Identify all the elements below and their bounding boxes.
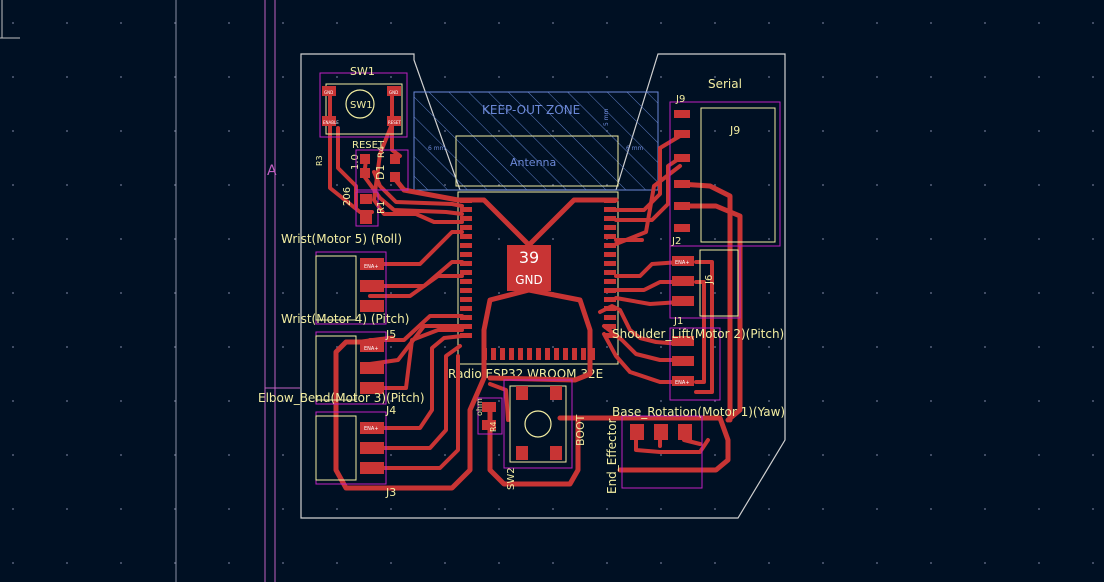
j4-ref: J4 xyxy=(385,404,396,417)
serial-label: Serial xyxy=(708,77,742,91)
pad-ena-j4: ENA+ xyxy=(364,426,379,432)
sw1-reset-switch[interactable]: GND GND ENABLE RESET xyxy=(319,72,408,138)
j3-ref: J3 xyxy=(385,486,396,499)
j6-ref: J6 xyxy=(704,275,715,285)
sw1-pad-3: ENABLE xyxy=(323,120,339,125)
r1-ref: R1 xyxy=(376,201,387,214)
sw1-pad-2: GND xyxy=(389,90,398,95)
keepout-label: KEEP-OUT ZONE xyxy=(482,103,580,117)
j5-wrist-pitch-connector[interactable] xyxy=(315,331,387,405)
pad-ena-j5: ENA+ xyxy=(364,346,379,352)
r1-resistor[interactable] xyxy=(355,191,379,227)
gnd-pad-net: GND xyxy=(515,273,543,287)
dimension-left: 6 mm xyxy=(428,145,446,152)
sw2-boot-label: BOOT xyxy=(574,414,587,446)
d1-value: R4 xyxy=(377,146,387,158)
sw2-boot-switch[interactable] xyxy=(503,379,573,469)
pad-ena-j1: ENA+ xyxy=(675,380,690,386)
sheet-frame xyxy=(0,0,300,582)
board-edge-cuts xyxy=(300,53,786,519)
sw2-ref: SW2 xyxy=(506,467,517,490)
r2-value: 206 xyxy=(342,187,353,206)
sheet-zone-letter: A xyxy=(267,163,277,179)
j9-serial-connector[interactable] xyxy=(669,101,781,247)
label-shoulder: Shoulder_Lift(Motor 2)(Pitch) xyxy=(612,327,784,341)
reset-label: RESET xyxy=(352,140,385,151)
pad-ena-j2: ENA+ xyxy=(675,260,690,266)
j9-ref: J9 xyxy=(675,94,685,105)
keepout-zone xyxy=(413,91,659,191)
antenna-label: Antenna xyxy=(510,156,556,169)
gnd-pad-number: 39 xyxy=(519,248,539,267)
sw1-fab-label: SW1 xyxy=(350,100,373,111)
label-wrist-roll: Wrist(Motor 5) (Roll) xyxy=(281,232,402,246)
dimension-right: 6 mm xyxy=(626,145,644,152)
sw1-ref: SW1 xyxy=(350,65,375,78)
j6-wrist-roll-connector[interactable] xyxy=(315,251,387,325)
label-elbow: Elbow_Bend(Motor 3)(Pitch) xyxy=(258,391,425,405)
r3-ref: R3 xyxy=(315,155,324,166)
label-wrist-pitch: Wrist(Motor 4) (Pitch) xyxy=(281,312,409,326)
j4-elbow-connector[interactable] xyxy=(315,411,387,485)
label-end-effector: End_Effector xyxy=(605,418,619,494)
dimension-top: 5 mm xyxy=(603,108,610,126)
j2-ref: J2 xyxy=(671,236,681,247)
pad-ena-j6: ENA+ xyxy=(364,264,379,270)
r4-ref: R4 xyxy=(489,421,498,432)
d1-ref: D1 xyxy=(374,165,387,180)
j1-connector[interactable] xyxy=(669,327,721,401)
ohm-value: ohm xyxy=(475,398,484,416)
sw1-pad-1: GND xyxy=(324,90,333,95)
esp32-pads-left xyxy=(460,198,472,338)
end-effector-connector[interactable] xyxy=(621,415,703,489)
sw1-pad-4: RESET xyxy=(388,120,401,125)
r4-resistor[interactable] xyxy=(477,397,503,435)
antenna-outline xyxy=(455,135,619,187)
d1-led[interactable] xyxy=(355,149,409,191)
j5-ref: J5 xyxy=(385,328,396,341)
label-base: Base_Rotation(Motor 1)(Yaw) xyxy=(612,405,785,419)
j1-ref: J1 xyxy=(673,316,683,327)
j2-connector[interactable] xyxy=(669,245,741,319)
gnd-pad-39[interactable] xyxy=(507,245,551,291)
j9-fab: J9 xyxy=(729,124,740,137)
